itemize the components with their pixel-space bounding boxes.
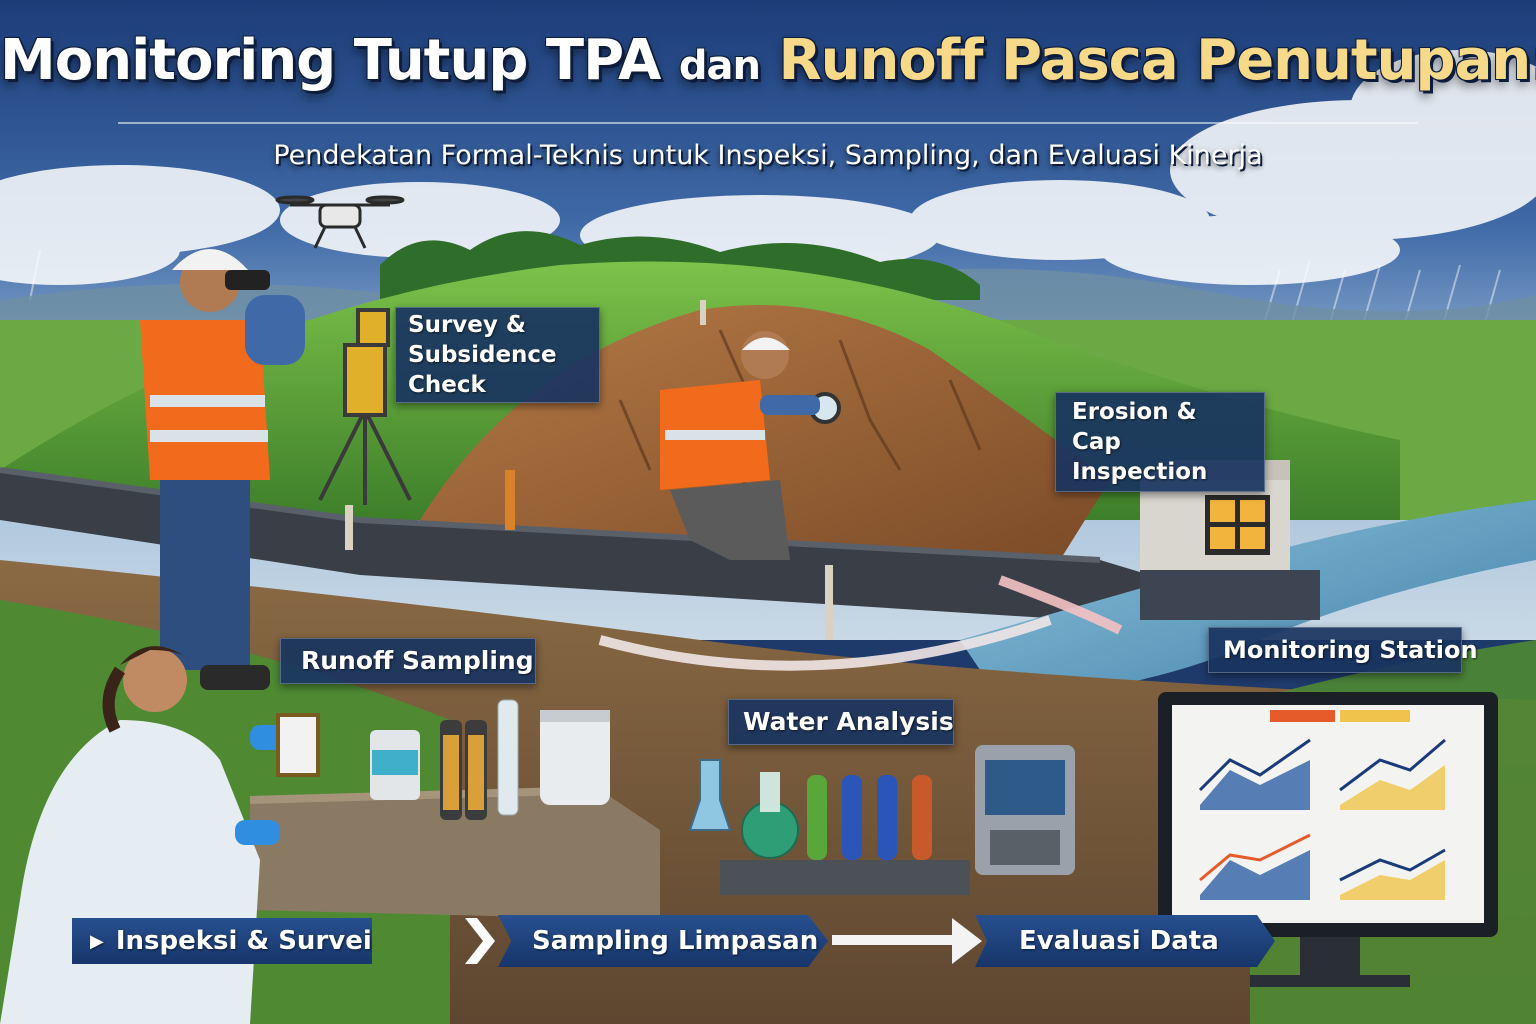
sampling-equipment xyxy=(370,699,610,820)
label-water-analysis: Water Analysis xyxy=(728,699,954,745)
flow-arrow-curve xyxy=(598,615,1052,671)
monitoring-wells xyxy=(345,300,833,640)
analyzer-device xyxy=(975,745,1075,875)
flow-step-sampling: Sampling Limpasan xyxy=(498,915,828,967)
label-survey: Survey & Subsidence Check xyxy=(395,307,600,403)
total-station-tripod xyxy=(318,308,412,505)
monitoring-station-building xyxy=(1140,460,1320,620)
title-part-2: dan xyxy=(678,43,761,89)
flow-connector-arrow xyxy=(832,935,960,945)
label-erosion: Erosion & Cap Inspection xyxy=(1055,392,1265,492)
play-icon: ▶ xyxy=(90,930,104,952)
label-monitoring-station: Monitoring Station xyxy=(1208,627,1478,673)
page-subtitle: Pendekatan Formal-Teknis untuk Inspeksi,… xyxy=(273,140,1263,171)
title-part-3: Runoff Pasca Penutupan: xyxy=(778,28,1536,93)
drone xyxy=(275,195,405,249)
flow-step-3-label: Evaluasi Data xyxy=(1019,926,1219,956)
label-runoff-sampling: Runoff Sampling xyxy=(280,638,536,684)
data-monitor xyxy=(1158,692,1498,987)
surveyor-worker xyxy=(140,249,305,690)
page-title: Monitoring Tutup TPA dan Runoff Pasca Pe… xyxy=(0,28,1536,93)
title-part-1: Monitoring Tutup TPA xyxy=(0,28,661,93)
stone-culvert xyxy=(250,790,660,920)
flow-step-2-label: Sampling Limpasan xyxy=(532,926,819,956)
flow-step-evaluasi: Evaluasi Data xyxy=(975,915,1275,967)
flow-step-inspeksi: ▶ Inspeksi & Survei xyxy=(72,918,372,964)
clouds xyxy=(0,50,1536,285)
inspector-worker xyxy=(660,331,841,560)
header: Monitoring Tutup TPA dan Runoff Pasca Pe… xyxy=(0,28,1536,93)
lab-bench xyxy=(688,759,970,895)
title-divider xyxy=(118,122,1418,124)
flow-step-1-label: Inspeksi & Survei xyxy=(115,926,372,956)
